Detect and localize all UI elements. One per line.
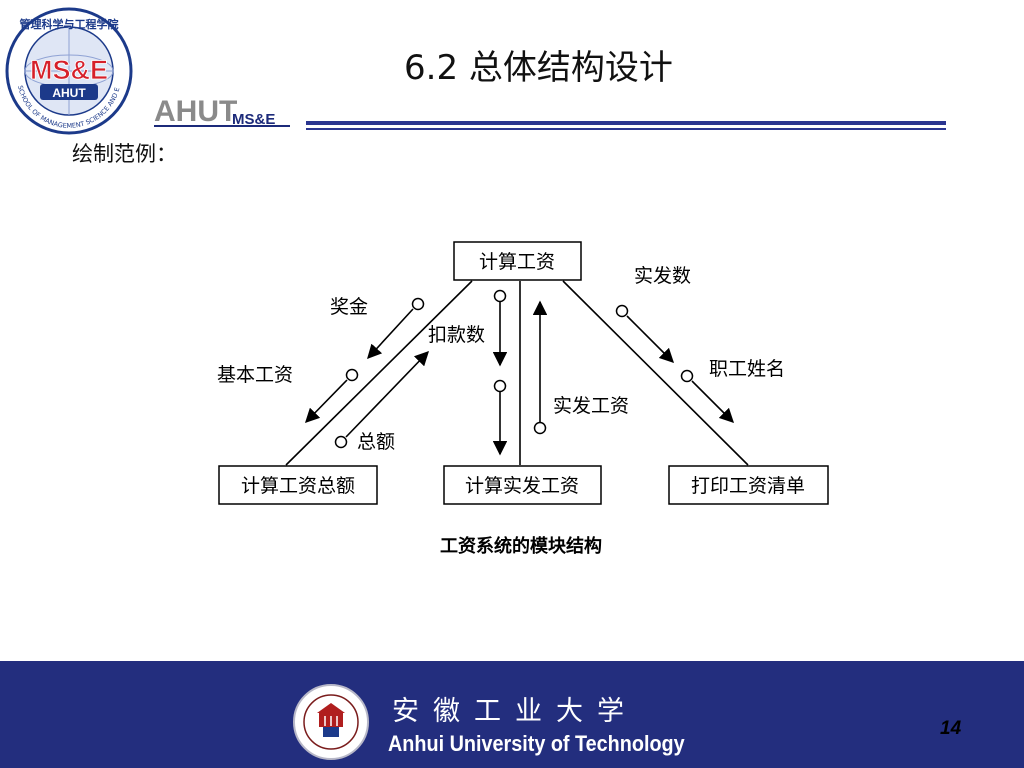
flow-deduction-label: 扣款数 (428, 324, 485, 346)
logo-main-text: MS&E (30, 55, 108, 85)
flow-actual-pay: 实发数 (615, 265, 691, 364)
slide-title: 6.2 总体结构设计 (404, 48, 673, 88)
school-logo: 管理科学与工程学院 MS&E AHUT SCHOOL OF MANAGEMENT… (4, 6, 133, 135)
module-print-list: 打印工资清单 (668, 465, 829, 505)
flow-total-label: 总额 (357, 431, 395, 453)
flow-net-pay-label: 实发工资 (553, 395, 629, 417)
diagram-caption: 工资系统的模块结构 (440, 535, 602, 557)
module-calc-net: 计算实发工资 (443, 465, 602, 505)
title-rule-thin (306, 128, 946, 130)
ahut-brand-logo: AHUT MS&E (154, 95, 290, 128)
flow-base-salary-label: 基本工资 (217, 364, 293, 386)
flow-deduction-2 (492, 379, 508, 456)
logo-circle-text: 管理科学与工程学院 (20, 17, 119, 31)
brand-big-text: AHUT (154, 95, 237, 128)
flow-net-pay: 实发工资 (532, 300, 629, 435)
flow-bonus: 奖金 (330, 296, 425, 360)
university-emblem (293, 684, 369, 760)
module-calc-total-label: 计算工资总额 (241, 475, 355, 497)
flow-deduction-1: 扣款数 (428, 289, 508, 367)
university-name-cn: 安徽工业大学 (392, 696, 638, 727)
module-calc-total: 计算工资总额 (218, 465, 378, 505)
link-top-left (285, 280, 473, 466)
link-top-right (562, 280, 749, 466)
flow-total: 总额 (334, 350, 429, 453)
flow-actual-pay-label: 实发数 (634, 265, 691, 287)
module-calc-salary: 计算工资 (453, 241, 582, 281)
university-name-en: Anhui University of Technology (388, 731, 685, 756)
page-number: 14 (940, 718, 962, 739)
brand-small-text: MS&E (232, 111, 275, 128)
flow-base-salary: 基本工资 (217, 364, 359, 424)
logo-sub-text: AHUT (52, 86, 86, 100)
title-rule-thick (306, 121, 946, 125)
flow-bonus-label: 奖金 (330, 296, 368, 318)
footer-bar: 安徽工业大学 Anhui University of Technology 14 (0, 661, 1024, 768)
flow-employee-name-label: 职工姓名 (709, 358, 785, 380)
intro-text: 绘制范例： (72, 142, 177, 166)
module-print-list-label: 打印工资清单 (691, 475, 805, 497)
module-calc-net-label: 计算实发工资 (465, 475, 579, 497)
flow-employee-name: 职工姓名 (680, 358, 785, 424)
module-structure-diagram: 计算工资 计算工资总额 计算实发工资 打印工资清单 奖金 基本工资 总额 扣款数 (217, 241, 829, 557)
module-calc-salary-label: 计算工资 (479, 251, 555, 273)
